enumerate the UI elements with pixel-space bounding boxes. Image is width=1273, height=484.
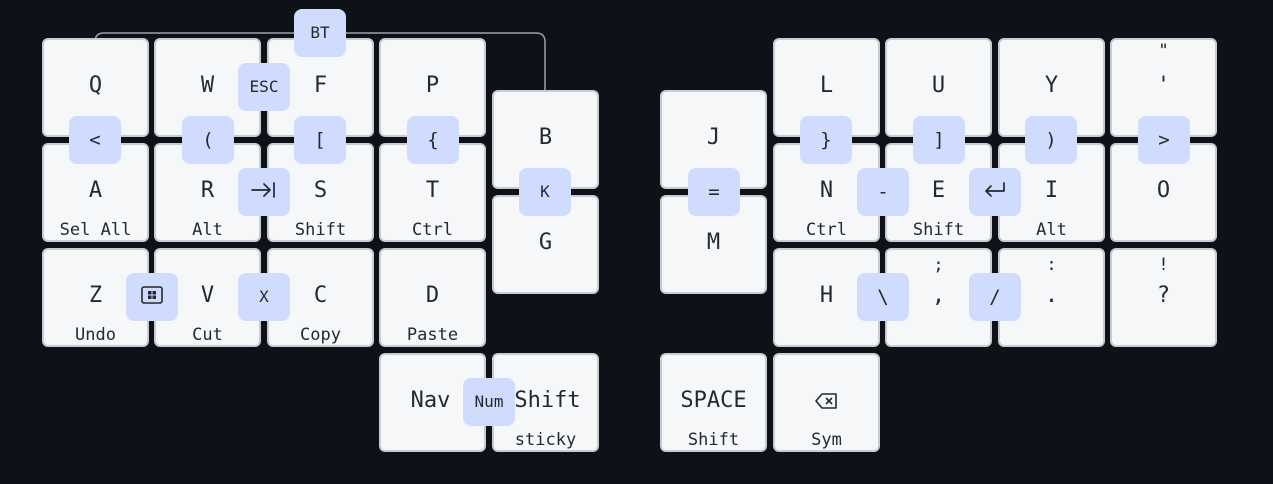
combo-right-bracket[interactable]: ] xyxy=(913,116,965,164)
key-tap-label: B xyxy=(538,125,553,150)
key-q[interactable]: Q xyxy=(42,38,149,137)
key-tap-label: S xyxy=(313,178,328,203)
key-tap-label: . xyxy=(1044,283,1059,308)
key-hold-label: Undo xyxy=(75,325,116,345)
combo-windows[interactable] xyxy=(126,273,178,321)
key-tap-label: R xyxy=(200,178,215,203)
combo-left-paren[interactable]: ( xyxy=(182,116,234,164)
key-tap-label: G xyxy=(538,230,553,255)
key-tap-label: F xyxy=(313,73,328,98)
key-tap-label: L xyxy=(819,73,834,98)
key-tap-label: M xyxy=(706,230,721,255)
key-shifted-label: ! xyxy=(1158,255,1169,275)
key-h[interactable]: H xyxy=(773,248,880,347)
combo-right-paren[interactable]: ) xyxy=(1025,116,1077,164)
combo-left-brace[interactable]: { xyxy=(407,116,459,164)
combo-backslash[interactable]: \ xyxy=(857,273,909,321)
key-tap-label: Z xyxy=(88,283,103,308)
combo-equals[interactable]: = xyxy=(688,168,740,216)
key-u[interactable]: U xyxy=(885,38,992,137)
key-hold-label: Paste xyxy=(406,325,459,345)
key-tap-label: T xyxy=(425,178,440,203)
key-o[interactable]: O xyxy=(1110,143,1217,242)
key-tap-label: V xyxy=(200,283,215,308)
key-t[interactable]: T Ctrl xyxy=(379,143,486,242)
key-tap-label: Y xyxy=(1044,73,1059,98)
key-tap-label: E xyxy=(931,178,946,203)
combo-slash[interactable]: / xyxy=(969,273,1021,321)
combo-bt[interactable]: BT xyxy=(294,9,346,57)
key-hold-label: Shift xyxy=(912,220,965,240)
key-hold-label: Ctrl xyxy=(806,220,847,240)
key-hold-label: Shift xyxy=(687,430,740,450)
key-tap-label: W xyxy=(200,73,215,98)
key-d[interactable]: D Paste xyxy=(379,248,486,347)
key-shifted-label: " xyxy=(1158,41,1169,61)
combo-k[interactable]: K xyxy=(519,168,571,216)
key-tap-label: Nav xyxy=(410,388,451,413)
key-shifted-label: ; xyxy=(933,255,944,275)
key-tap-label: H xyxy=(819,283,834,308)
key-tap-label: ? xyxy=(1156,283,1171,308)
key-tap-label: Shift xyxy=(514,388,581,413)
key-tap-label: ' xyxy=(1156,73,1171,98)
key-hold-label: Sel All xyxy=(59,220,132,240)
key-tap-label: A xyxy=(88,178,103,203)
key-space[interactable]: SPACE Shift xyxy=(660,353,767,452)
key-tap-label: U xyxy=(931,73,946,98)
key-hold-label: Copy xyxy=(300,325,341,345)
combo-less-than[interactable]: < xyxy=(69,116,121,164)
key-tap-label: , xyxy=(931,283,946,308)
combo-num[interactable]: Num xyxy=(463,378,515,426)
combo-esc[interactable]: ESC xyxy=(238,63,290,111)
tab-icon xyxy=(250,169,278,217)
key-hold-label: Sym xyxy=(811,430,842,450)
key-hold-label: sticky xyxy=(514,430,577,450)
key-shifted-label: : xyxy=(1046,255,1057,275)
key-backspace[interactable]: Sym xyxy=(773,353,880,452)
enter-icon xyxy=(982,169,1008,217)
key-hold-label: Alt xyxy=(192,220,223,240)
key-question[interactable]: ! ? xyxy=(1110,248,1217,347)
key-tap-label: O xyxy=(1156,178,1171,203)
key-tap-label: Q xyxy=(88,73,103,98)
key-tap-label: SPACE xyxy=(680,388,747,413)
key-tap-label: I xyxy=(1044,178,1059,203)
combo-left-bracket[interactable]: [ xyxy=(294,116,346,164)
key-tap-label: N xyxy=(819,178,834,203)
key-tap-label: D xyxy=(425,283,440,308)
combo-greater-than[interactable]: > xyxy=(1138,116,1190,164)
combo-right-brace[interactable]: } xyxy=(800,116,852,164)
backspace-icon xyxy=(775,387,878,415)
key-tap-label: P xyxy=(425,73,440,98)
key-hold-label: Ctrl xyxy=(412,220,453,240)
windows-key-icon xyxy=(141,274,163,322)
key-tap-label: J xyxy=(706,125,721,150)
combo-minus[interactable]: - xyxy=(857,168,909,216)
key-hold-label: Cut xyxy=(192,325,223,345)
combo-tab[interactable] xyxy=(238,168,290,216)
combo-enter[interactable] xyxy=(969,168,1021,216)
key-hold-label: Alt xyxy=(1036,220,1067,240)
combo-x[interactable]: X xyxy=(238,273,290,321)
key-tap-label: C xyxy=(313,283,328,308)
key-hold-label: Shift xyxy=(294,220,347,240)
